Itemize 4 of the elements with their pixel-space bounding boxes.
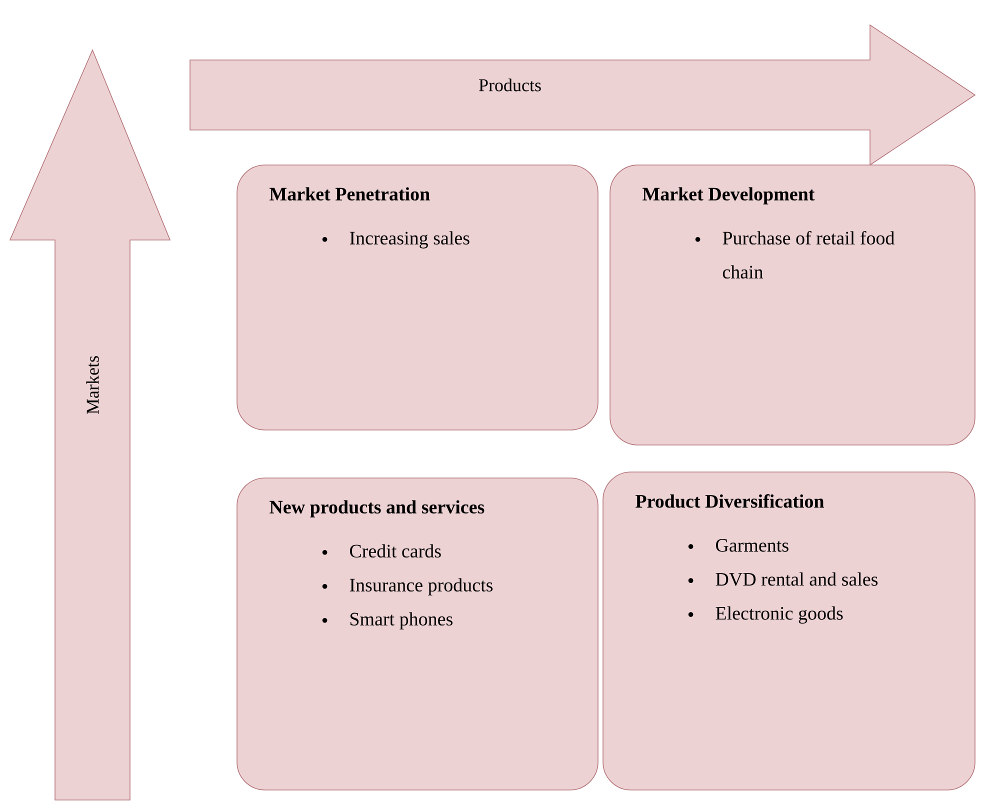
quadrant-box: New products and services Credit cards Insurance products Smart phones (236, 478, 598, 790)
quadrant-box: Market Penetration Increasing sales (236, 164, 598, 430)
quadrant-box: Market Development Purchase of retail food chain (610, 164, 976, 446)
quadrant-box: Product Diversification Garments DVD rental and sales Electronic goods (602, 472, 976, 790)
